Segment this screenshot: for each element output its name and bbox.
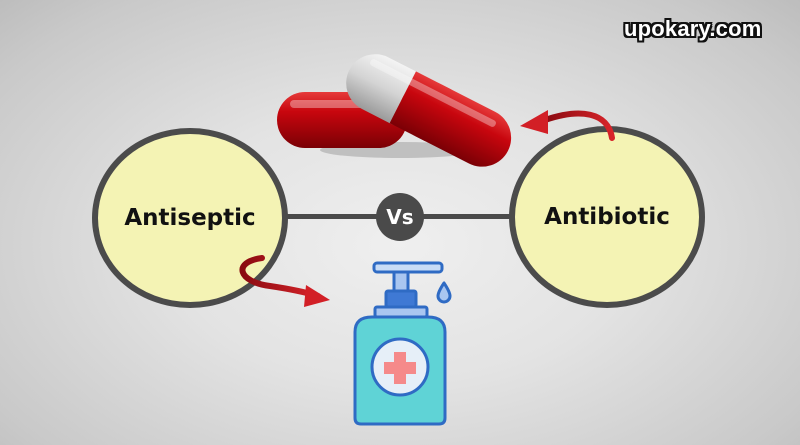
vs-badge: Vs [376,193,424,241]
watermark: upokary.com [624,16,762,41]
curved-arrow-left-icon [520,110,615,141]
curved-arrow-right-icon [239,255,330,307]
antibiotic-label: Antibiotic [544,204,670,230]
antiseptic-node: Antiseptic [92,128,288,308]
antiseptic-label: Antiseptic [124,205,256,231]
hand-sanitizer-bottle-icon [353,261,452,426]
vs-label: Vs [386,205,414,229]
capsule-pills-icon [277,54,512,167]
